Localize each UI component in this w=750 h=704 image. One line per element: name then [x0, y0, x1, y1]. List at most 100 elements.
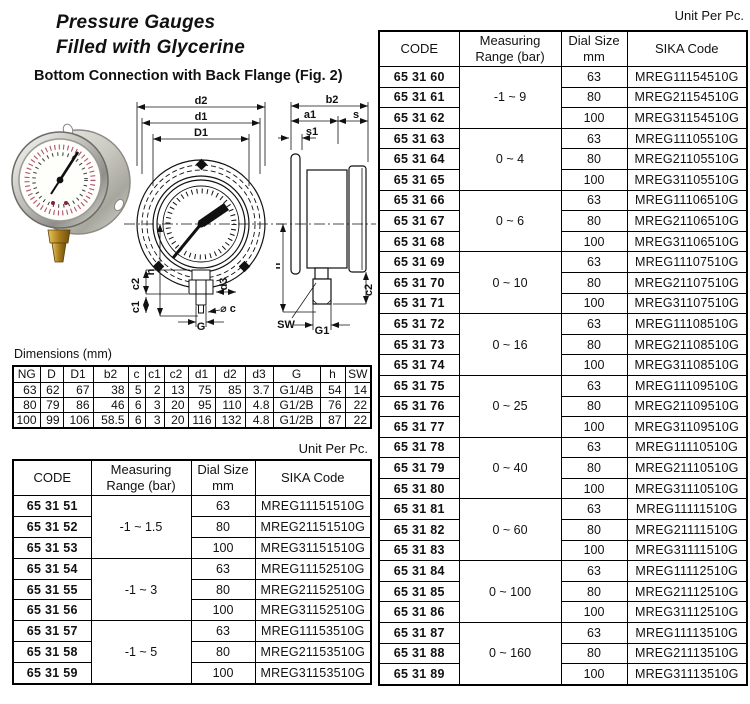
- dial-size-cell: 63: [560, 127, 628, 150]
- dial-size-cell: 100: [560, 539, 628, 562]
- sika-code-cell: MREG11108510G: [626, 313, 748, 335]
- sika-code-cell: MREG11110510G: [626, 436, 748, 459]
- dim-cell: 63: [12, 382, 41, 398]
- range-cell: 0 ~ 4: [458, 127, 562, 191]
- header-code: CODE: [12, 459, 92, 496]
- side-gauge-body: [290, 153, 367, 305]
- dim-cell: 14: [344, 382, 372, 398]
- sika-code-cell: MREG21106510G: [626, 210, 748, 232]
- dim-cell: 22: [344, 397, 372, 413]
- dim-cell: 80: [12, 397, 41, 413]
- code-cell: 65 31 88: [378, 642, 460, 665]
- dim-cell: 20: [163, 412, 189, 429]
- front-stem: [188, 269, 214, 314]
- sika-code-cell: MREG11105510G: [626, 127, 748, 150]
- dim-cell: 38: [92, 382, 129, 398]
- dim-header-cell: D1: [62, 365, 94, 383]
- code-cell: 65 31 79: [378, 457, 460, 479]
- dim-cell: G1/4B: [272, 382, 321, 398]
- order-header-row: CODE Measuring Range (bar) Dial Size mm …: [378, 30, 748, 67]
- sika-code-cell: MREG21109510G: [626, 395, 748, 418]
- dial-size-cell: 80: [560, 395, 628, 418]
- header-dial: Dial Size mm: [190, 459, 256, 496]
- code-cell: 65 31 69: [378, 251, 460, 273]
- code-cell: 65 31 68: [378, 230, 460, 253]
- label-d1: d1: [195, 111, 208, 123]
- range-cell: 0 ~ 60: [458, 498, 562, 562]
- code-cell: 65 31 73: [378, 333, 460, 356]
- sika-code-cell: MREG31106510G: [626, 230, 748, 253]
- sika-code-cell: MREG31109510G: [626, 416, 748, 438]
- unit-note-right: Unit Per Pc.: [674, 8, 744, 23]
- sika-code-cell: MREG11106510G: [626, 189, 748, 212]
- dim-cell: 3.7: [244, 382, 274, 398]
- dial-size-cell: 80: [560, 642, 628, 665]
- dim-cell: G1/2B: [272, 397, 321, 413]
- dim-cell: 4.8: [244, 412, 274, 429]
- dim-cell: 132: [214, 412, 246, 429]
- label-side-h: h: [276, 262, 283, 269]
- header-sika: SIKA Code: [254, 459, 372, 496]
- page-title: Pressure Gauges Filled with Glycerine: [56, 10, 245, 60]
- dial-size-cell: 100: [560, 168, 628, 191]
- front-dimension-labels: d2 d1 D1 h c2 c1 d3 ⌀ c G: [130, 95, 236, 333]
- sika-code-cell: MREG21153510G: [254, 641, 372, 664]
- header-range: Measuring Range (bar): [90, 459, 192, 496]
- label-h: h: [145, 268, 157, 275]
- front-view-drawing: d2 d1 D1 h c2 c1 d3 ⌀ c G: [124, 95, 284, 333]
- sika-code-cell: MREG11113510G: [626, 622, 748, 644]
- sika-code-cell: MREG11153510G: [254, 620, 372, 643]
- code-cell: 65 31 66: [378, 189, 460, 212]
- dim-header-cell: c1: [144, 365, 165, 383]
- sika-code-cell: MREG31151510G: [254, 536, 372, 559]
- dial-size-cell: 100: [560, 663, 628, 686]
- side-view-drawing: b2 a1 s s1 h SW G1 c2: [276, 94, 376, 337]
- code-cell: 65 31 89: [378, 663, 460, 686]
- dim-cell: 3: [144, 412, 165, 429]
- dial-size-cell: 80: [190, 515, 256, 538]
- label-phi-c: ⌀ c: [220, 303, 236, 315]
- dim-cell: 100: [12, 412, 41, 429]
- sika-code-cell: MREG31107510G: [626, 292, 748, 315]
- label-c2: c2: [130, 278, 142, 290]
- dial-size-cell: 80: [560, 86, 628, 109]
- sika-code-cell: MREG21152510G: [254, 578, 372, 601]
- dim-cell: 13: [163, 382, 189, 398]
- dim-cell: 58.5: [92, 412, 129, 429]
- dim-cell: 76: [319, 397, 346, 413]
- code-cell: 65 31 70: [378, 271, 460, 294]
- left-order-table: CODE Measuring Range (bar) Dial Size mm …: [12, 459, 372, 686]
- sika-code-cell: MREG31108510G: [626, 354, 748, 376]
- code-cell: 65 31 54: [12, 557, 92, 580]
- dim-cell: 54: [319, 382, 346, 398]
- dial-size-cell: 63: [190, 495, 256, 517]
- label-G1: G1: [315, 325, 330, 337]
- dim-cell: 75: [187, 382, 216, 398]
- sika-code-cell: MREG21108510G: [626, 333, 748, 356]
- dial-size-cell: 80: [190, 578, 256, 601]
- dim-header-cell: G: [272, 365, 321, 383]
- sika-code-cell: MREG31111510G: [626, 539, 748, 562]
- dim-cell: G1/2B: [272, 412, 321, 429]
- dim-cell: 79: [39, 397, 64, 413]
- dim-cell: 87: [319, 412, 346, 429]
- dial-size-cell: 100: [560, 601, 628, 624]
- dim-cell: 22: [344, 412, 372, 429]
- side-dimension-lines: [278, 102, 369, 330]
- dial-size-cell: 63: [560, 560, 628, 582]
- dim-cell: 99: [39, 412, 64, 429]
- gauge-photo: [11, 123, 131, 263]
